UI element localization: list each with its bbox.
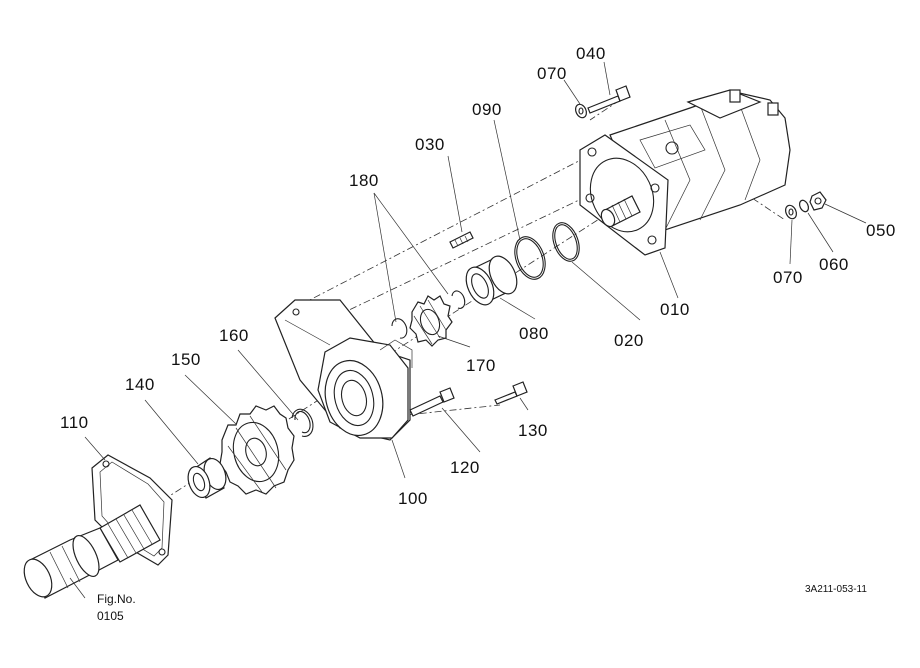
part-120-bolt[interactable] xyxy=(409,387,455,417)
label-060[interactable]: 060 xyxy=(819,255,849,274)
label-070-top[interactable]: 070 xyxy=(537,64,567,83)
label-100[interactable]: 100 xyxy=(398,489,428,508)
label-170[interactable]: 170 xyxy=(466,356,496,375)
label-120[interactable]: 120 xyxy=(450,458,480,477)
label-070-right[interactable]: 070 xyxy=(773,268,803,287)
part-070-washer-top[interactable] xyxy=(574,103,589,120)
part-090-o-ring[interactable] xyxy=(509,233,550,284)
part-010-hydraulic-pump[interactable] xyxy=(579,89,791,256)
leader-lines xyxy=(69,61,867,599)
label-140[interactable]: 140 xyxy=(125,375,155,394)
part-180-circlip-lower[interactable] xyxy=(391,318,408,339)
label-040[interactable]: 040 xyxy=(576,44,606,63)
fig-reference[interactable]: Fig.No. 0105 xyxy=(97,591,136,625)
part-050-nut[interactable] xyxy=(809,191,827,211)
part-160-circlip[interactable] xyxy=(291,408,314,437)
shaft-ref-0105[interactable] xyxy=(19,504,161,601)
label-030[interactable]: 030 xyxy=(415,135,445,154)
label-080[interactable]: 080 xyxy=(519,324,549,343)
part-100-adaptor-housing[interactable] xyxy=(274,299,413,442)
label-110[interactable]: 110 xyxy=(60,413,89,432)
part-130-bolt[interactable] xyxy=(494,381,528,405)
part-150-gear[interactable] xyxy=(219,405,295,495)
label-020[interactable]: 020 xyxy=(614,331,644,350)
part-080-bushing[interactable] xyxy=(461,252,523,309)
label-160[interactable]: 160 xyxy=(219,326,249,345)
label-010[interactable]: 010 xyxy=(660,300,690,319)
fig-ref-title: Fig.No. xyxy=(97,592,136,606)
part-070-washer-right[interactable] xyxy=(784,204,799,221)
fig-ref-number: 0105 xyxy=(97,609,124,623)
part-030-stud[interactable] xyxy=(449,231,474,249)
part-140-seal[interactable] xyxy=(184,456,230,501)
part-180-circlip-upper[interactable] xyxy=(451,290,466,309)
part-170-drive-gear[interactable] xyxy=(409,295,453,347)
label-150[interactable]: 150 xyxy=(171,350,201,369)
label-180[interactable]: 180 xyxy=(349,171,379,190)
label-130[interactable]: 130 xyxy=(518,421,548,440)
label-090[interactable]: 090 xyxy=(472,100,502,119)
part-060-lock-washer[interactable] xyxy=(798,199,810,213)
label-050[interactable]: 050 xyxy=(866,221,896,240)
part-040-bolt[interactable] xyxy=(587,85,631,114)
drawing-code: 3A211-053-11 xyxy=(805,584,867,595)
part-020-o-ring[interactable] xyxy=(548,219,584,265)
